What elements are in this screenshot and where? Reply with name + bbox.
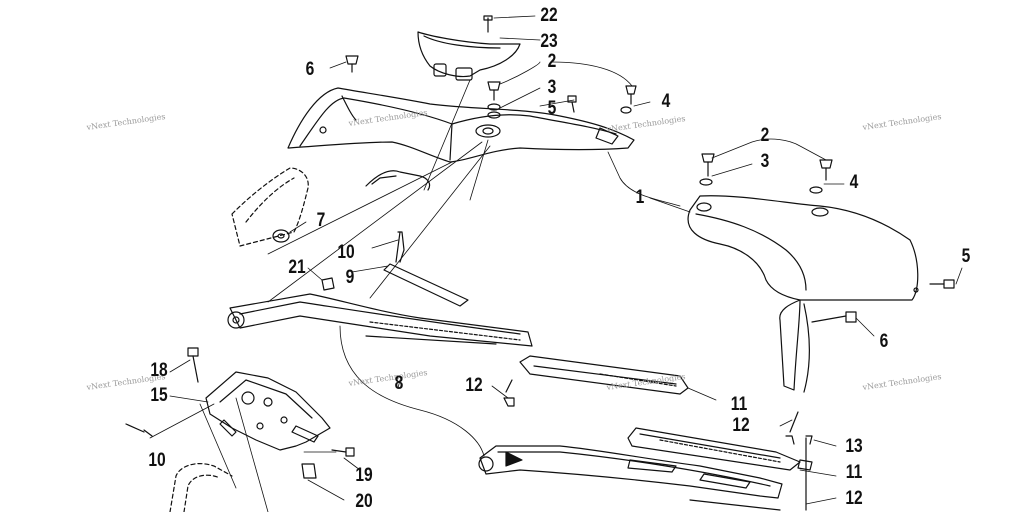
callout-5: 5 — [547, 98, 557, 119]
callout-4: 4 — [661, 91, 671, 112]
callout-12: 12 — [465, 375, 483, 396]
callout-10: 10 — [148, 450, 166, 471]
callout-3: 3 — [547, 77, 557, 98]
fasteners-right — [699, 153, 955, 323]
upper-console-panel — [287, 87, 635, 163]
callout-18: 18 — [150, 360, 168, 381]
leader-lines-upper — [329, 15, 651, 201]
callout-15: 15 — [150, 385, 168, 406]
callout-12: 12 — [845, 488, 863, 509]
gauge-housing — [417, 15, 521, 81]
left-rail — [227, 293, 533, 347]
callout-5: 5 — [961, 246, 971, 267]
leader-lines-right — [649, 138, 963, 337]
callout-7: 7 — [316, 210, 326, 231]
callout-12: 12 — [732, 415, 750, 436]
footrest-11-upper — [491, 355, 717, 407]
callout-19: 19 — [355, 465, 373, 486]
screw-21 — [307, 267, 335, 291]
callout-6: 6 — [879, 331, 889, 352]
callout-2: 2 — [547, 51, 557, 72]
callout-22: 22 — [540, 5, 558, 26]
leader-lines-lower-left — [149, 359, 361, 512]
stiffener-9 — [351, 231, 469, 307]
callout-10: 10 — [337, 242, 355, 263]
callout-11: 11 — [845, 462, 863, 483]
lower-left-fasteners — [125, 347, 355, 479]
callout-8: 8 — [394, 373, 404, 394]
callout-6: 6 — [305, 59, 315, 80]
left-dashed-bracket — [231, 167, 309, 247]
callout-3: 3 — [760, 151, 770, 172]
fasteners-top — [345, 55, 637, 119]
callout-2: 2 — [760, 125, 770, 146]
callout-1: 1 — [635, 187, 645, 208]
callout-11: 11 — [730, 394, 748, 415]
leader-lines-lower-right — [339, 325, 485, 457]
right-side-panel — [687, 195, 919, 393]
bracket-plate-15 — [205, 371, 331, 451]
callout-4: 4 — [849, 172, 859, 193]
callout-23: 23 — [540, 31, 558, 52]
nut-7 — [272, 221, 307, 243]
callout-20: 20 — [355, 491, 373, 512]
callout-9: 9 — [345, 267, 355, 288]
cable-clip — [365, 170, 431, 191]
callout-13: 13 — [845, 436, 863, 457]
footrest-11-lower — [627, 411, 837, 511]
lower-frame-dashed — [169, 463, 233, 512]
lower-right-rail — [478, 445, 783, 511]
callout-21: 21 — [288, 257, 306, 278]
